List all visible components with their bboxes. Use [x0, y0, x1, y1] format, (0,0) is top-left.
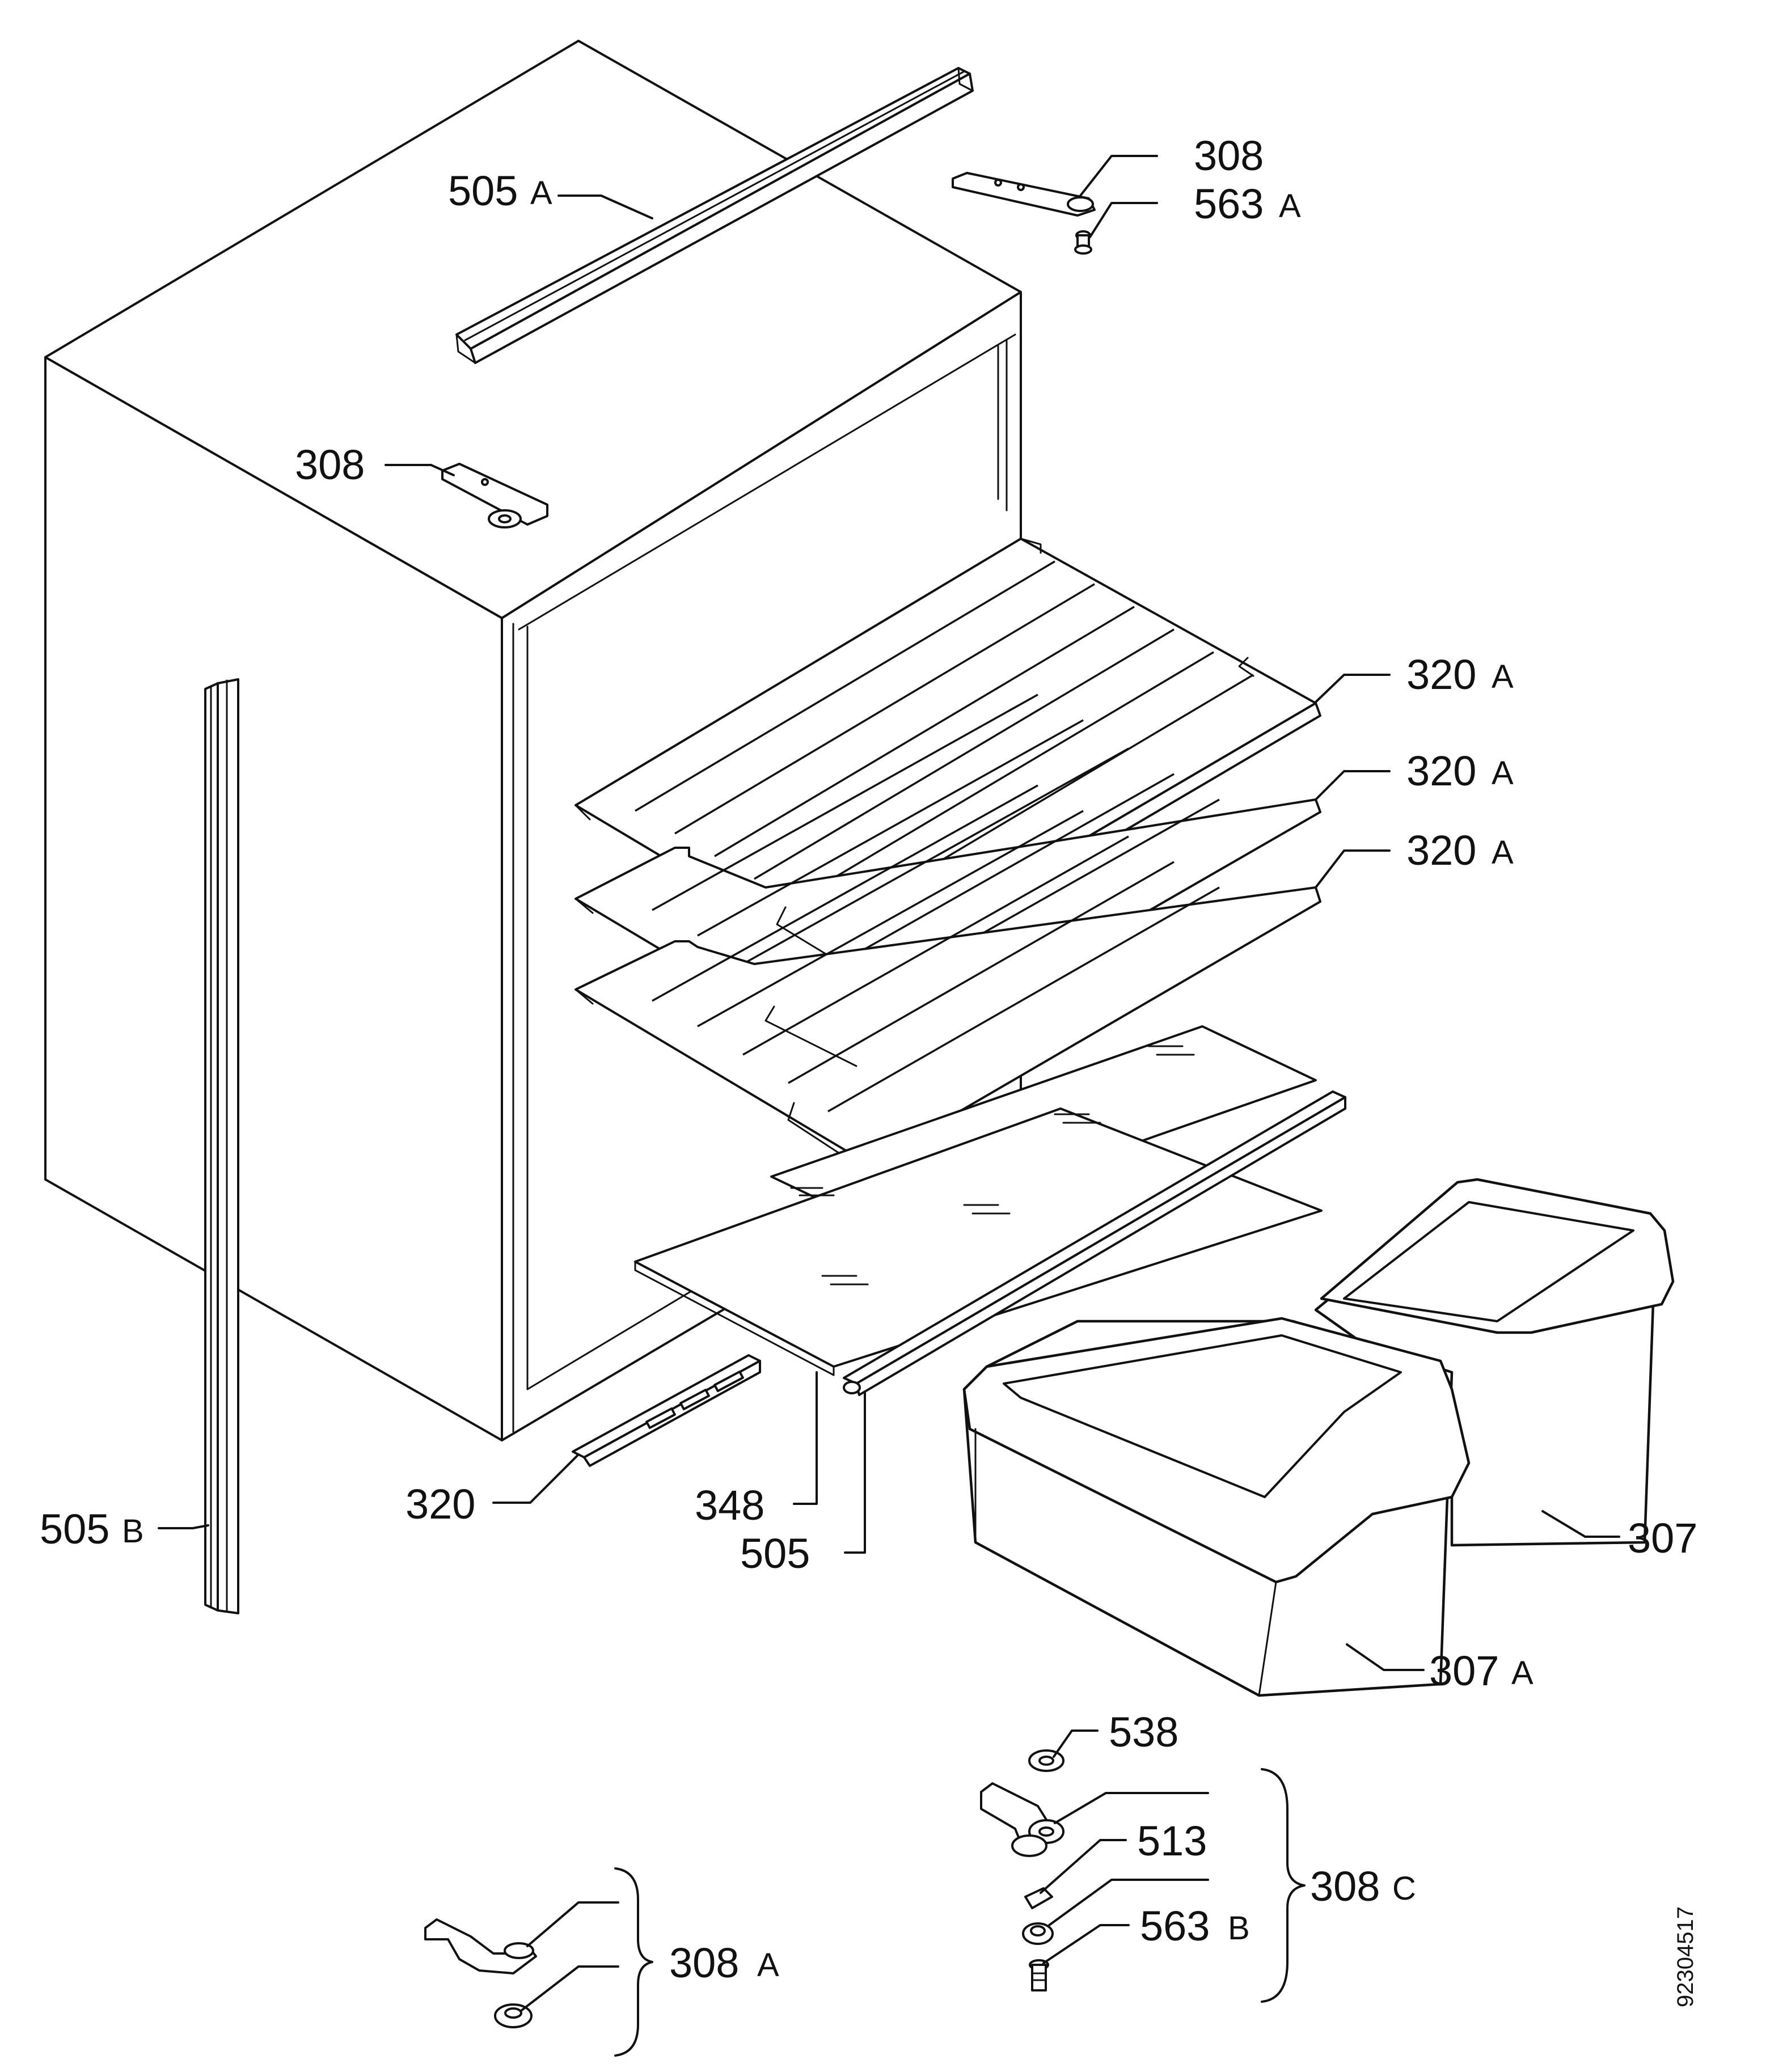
callout-320a-3: 320 A: [1406, 827, 1514, 874]
svg-text:538: 538: [1109, 1709, 1178, 1756]
bottom-rail: [572, 1354, 761, 1467]
svg-text:308: 308: [1310, 1863, 1380, 1910]
top-right-hinge: [952, 172, 1096, 217]
callout-538: 538: [1109, 1709, 1178, 1756]
top-pin: [1074, 230, 1092, 255]
callout-505a: 505 A: [448, 167, 552, 214]
svg-text:320: 320: [1406, 651, 1476, 698]
bushing: [1022, 1922, 1054, 1945]
callout-320: 320: [405, 1481, 475, 1528]
front-trim-strip: [843, 1090, 1346, 1396]
svg-text:320: 320: [405, 1481, 475, 1528]
document-number: 92304517: [1673, 1906, 1698, 2007]
leader-lines: [158, 155, 1620, 2011]
hinge-cap: [1028, 1749, 1064, 1772]
svg-text:348: 348: [695, 1482, 764, 1529]
svg-text:563: 563: [1140, 1902, 1210, 1950]
callout-307a: 307 A: [1429, 1647, 1534, 1694]
callout-308-top-right: 308: [1194, 132, 1264, 179]
callout-307: 307: [1628, 1515, 1697, 1562]
top-rail: [455, 67, 974, 364]
callout-563b: 563 B: [1140, 1902, 1250, 1950]
callout-320a-2: 320 A: [1406, 747, 1514, 794]
glass-shelf: [634, 1045, 1323, 1376]
callout-308a: 308 A: [669, 1939, 779, 1986]
svg-text:A: A: [1492, 658, 1514, 695]
callout-513: 513: [1137, 1817, 1207, 1864]
svg-text:505: 505: [448, 167, 518, 214]
top-left-hinge: [441, 463, 548, 528]
callout-505b: 505 B: [40, 1506, 144, 1553]
crisper-drawer-left: [962, 1317, 1471, 1697]
svg-text:505: 505: [740, 1530, 810, 1577]
callout-308c: 308 C: [1310, 1863, 1416, 1910]
svg-text:308: 308: [1194, 132, 1264, 179]
svg-text:B: B: [1228, 1910, 1250, 1947]
svg-text:A: A: [530, 175, 552, 212]
svg-text:513: 513: [1137, 1817, 1207, 1864]
callout-308-top-left: 308: [295, 441, 365, 488]
bottom-pin: [1029, 1959, 1049, 1991]
svg-text:563: 563: [1194, 180, 1264, 227]
washer: [1024, 1887, 1053, 1909]
svg-text:C: C: [1392, 1870, 1416, 1907]
svg-text:505: 505: [40, 1506, 109, 1553]
crisper-drawer-right: [1314, 1178, 1675, 1547]
svg-text:308: 308: [295, 441, 365, 488]
callout-563a: 563 A: [1194, 180, 1301, 227]
svg-text:A: A: [1492, 834, 1514, 871]
svg-text:A: A: [1511, 1655, 1534, 1692]
svg-text:320: 320: [1406, 747, 1476, 794]
svg-text:A: A: [1279, 188, 1301, 225]
svg-text:307: 307: [1628, 1515, 1697, 1562]
side-seal-strip: [204, 678, 239, 1614]
small-hinge: [424, 1918, 537, 1974]
svg-text:92304517: 92304517: [1673, 1906, 1698, 2007]
svg-text:A: A: [757, 1947, 779, 1984]
svg-text:308: 308: [669, 1939, 739, 1986]
callout-348: 348: [695, 1482, 764, 1529]
brace-308a: [614, 1867, 653, 2057]
bottom-hinge: [980, 1782, 1064, 1857]
svg-text:B: B: [122, 1513, 144, 1550]
svg-text:320: 320: [1406, 827, 1476, 874]
svg-text:307: 307: [1429, 1647, 1499, 1694]
svg-text:A: A: [1492, 755, 1514, 792]
callout-505: 505: [740, 1530, 810, 1577]
wire-shelf-3: [574, 784, 1321, 1169]
brace-308c: [1261, 1768, 1306, 2003]
callout-320a-1: 320 A: [1406, 651, 1514, 698]
